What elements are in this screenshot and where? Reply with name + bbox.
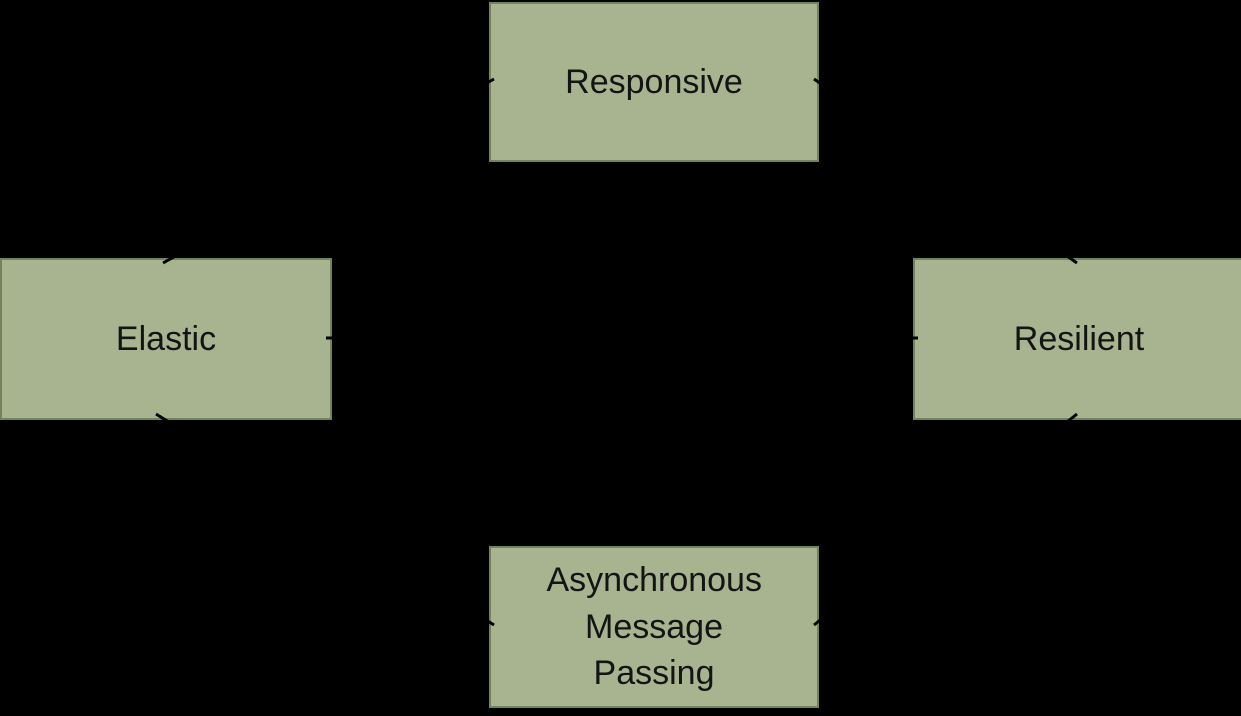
edge-message-elastic: [155, 412, 495, 627]
node-elastic: Elastic: [0, 258, 332, 420]
node-elastic-label: Elastic: [115, 319, 217, 358]
node-resilient: Resilient: [913, 258, 1241, 420]
node-responsive: Responsive: [489, 2, 819, 162]
node-resilient-label: Resilient: [1013, 319, 1145, 358]
edge-resilient-responsive: [813, 77, 1078, 265]
edge-message-resilient: [813, 412, 1078, 627]
edge-elastic-responsive: [162, 77, 495, 265]
node-message-passing-label: Asynchronous Message Passing: [546, 560, 762, 693]
node-message-passing: Asynchronous Message Passing: [489, 546, 819, 708]
node-responsive-label: Responsive: [565, 62, 743, 101]
